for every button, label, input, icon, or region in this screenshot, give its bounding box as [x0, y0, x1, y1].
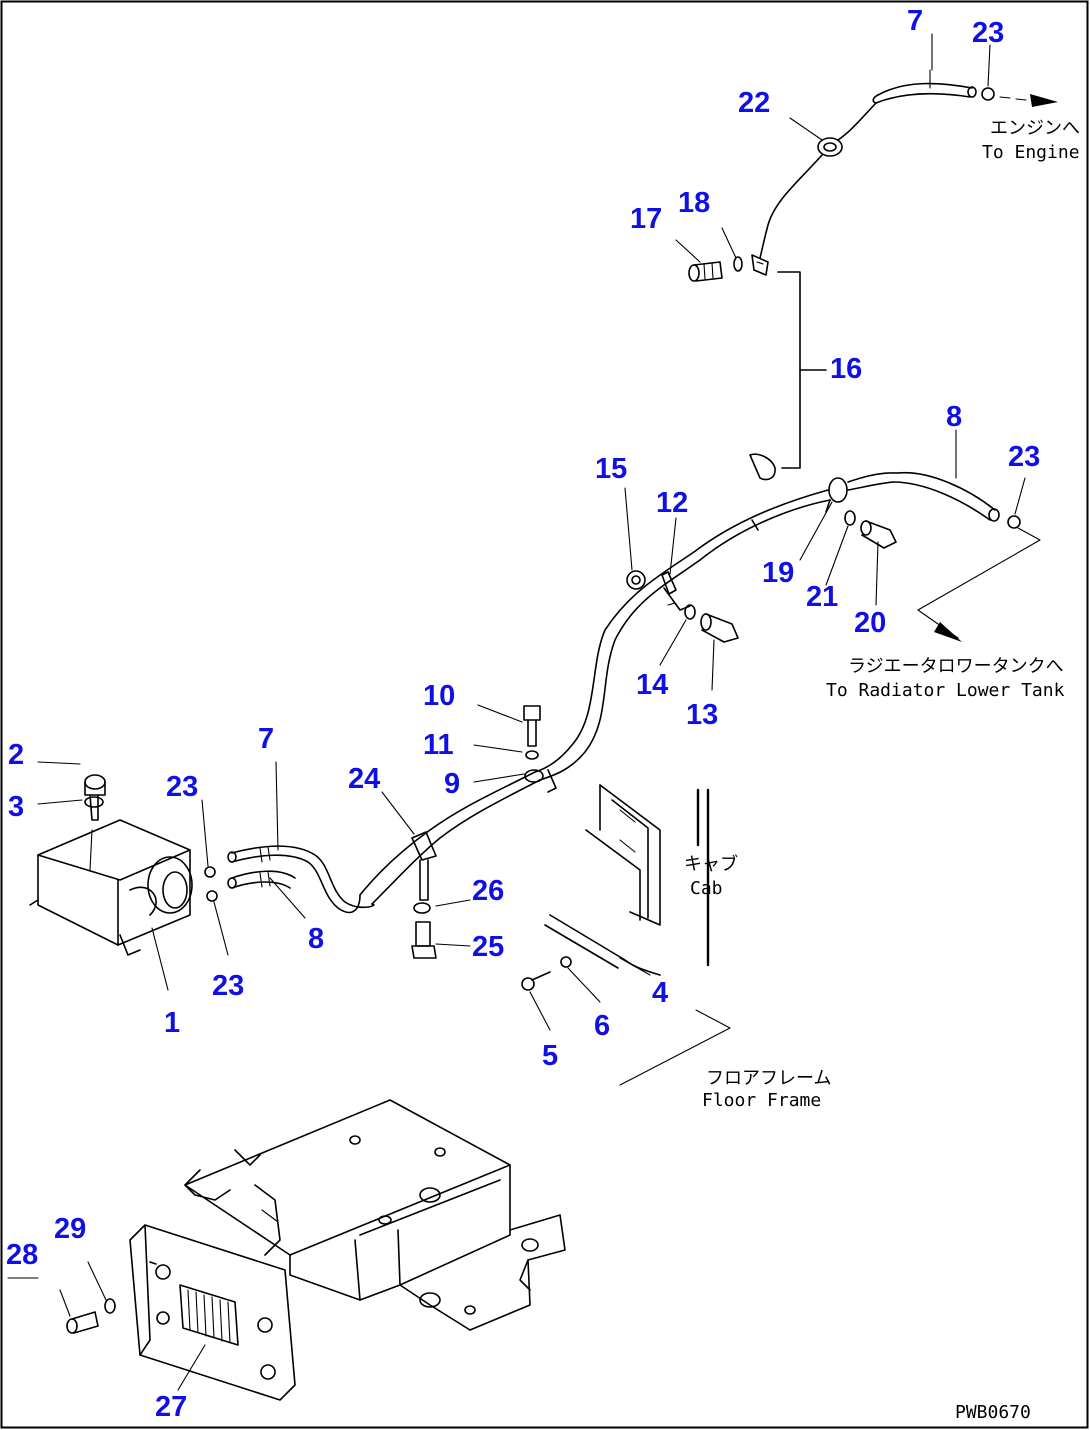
callout-2: 2 — [8, 739, 24, 771]
leader-lines — [7, 33, 1026, 1391]
callout-9: 9 — [444, 768, 460, 800]
note-to-radiator-en: To Radiator Lower Tank — [826, 680, 1065, 701]
callout-28: 28 — [6, 1239, 38, 1271]
callout-11: 11 — [423, 729, 454, 761]
floor-frame-bottom — [184, 1099, 566, 1331]
callout-12: 12 — [656, 487, 688, 519]
note-floor-frame-jp: フロアフレーム — [706, 1068, 831, 1089]
floor-frame-plate — [544, 914, 731, 1086]
hose-to-engine — [751, 69, 1058, 276]
callout-19: 19 — [762, 557, 794, 589]
bolt-17 — [688, 261, 723, 282]
note-floor-frame-en: Floor Frame — [702, 1090, 821, 1111]
nuts-23-left — [204, 866, 218, 902]
bracket-16-leader — [749, 271, 827, 481]
callout-6: 6 — [594, 1010, 610, 1042]
callout-5: 5 — [542, 1040, 558, 1072]
panel-27 — [129, 1224, 296, 1401]
callout-4: 4 — [652, 977, 668, 1009]
washer-14 — [684, 604, 696, 620]
callout-22: 22 — [738, 87, 770, 119]
bolt-10 — [523, 705, 541, 747]
note-to-engine-en: To Engine — [982, 142, 1080, 163]
callout-23-top: 23 — [972, 17, 1004, 49]
callout-14: 14 — [636, 669, 668, 701]
bolt-25 — [411, 921, 437, 959]
callout-26: 26 — [472, 875, 504, 907]
drawing-code: PWB0670 — [955, 1402, 1031, 1423]
callout-20: 20 — [854, 607, 886, 639]
clamp-24 — [411, 831, 437, 901]
callout-23-left-bottom: 23 — [212, 970, 244, 1002]
heater-unit-1 — [29, 819, 193, 956]
callout-16: 16 — [830, 353, 862, 385]
callout-17: 17 — [630, 203, 662, 235]
washer-11 — [525, 750, 539, 760]
note-to-radiator-jp: ラジエータロワータンクへ — [848, 656, 1064, 677]
callout-23-right: 23 — [1008, 441, 1040, 473]
washer-21 — [844, 510, 856, 526]
callout-8-right: 8 — [946, 401, 962, 433]
callout-25: 25 — [472, 931, 504, 963]
bolt-13 — [700, 613, 739, 643]
callout-18: 18 — [678, 187, 710, 219]
hoses-7-8-left — [227, 845, 375, 914]
bolt-5 — [521, 971, 551, 991]
callout-23-left-top: 23 — [166, 771, 198, 803]
callout-3: 3 — [8, 791, 24, 823]
note-cab-en: Cab — [690, 878, 723, 899]
callout-27: 27 — [155, 1391, 187, 1423]
callout-24: 24 — [348, 763, 380, 795]
callout-15: 15 — [595, 453, 627, 485]
cab-bracket — [585, 784, 710, 967]
washer-29 — [104, 1298, 116, 1314]
note-to-engine-jp: エンジンへ — [990, 118, 1080, 139]
main-pipe — [359, 519, 759, 905]
bolt-20 — [860, 520, 897, 549]
nut-26 — [413, 902, 431, 914]
washer-3 — [84, 796, 104, 808]
bolt-28 — [66, 1311, 99, 1334]
callout-7-left: 7 — [258, 723, 274, 755]
callout-21: 21 — [806, 581, 838, 613]
callout-8-left: 8 — [308, 923, 324, 955]
callout-7-top: 7 — [907, 5, 923, 37]
washer-6 — [560, 956, 572, 968]
note-cab-jp: キャブ — [684, 853, 738, 875]
hose-to-radiator — [693, 471, 1041, 642]
callout-13: 13 — [686, 699, 718, 731]
washer-18 — [733, 256, 743, 272]
callout-1: 1 — [164, 1007, 180, 1039]
callout-10: 10 — [423, 680, 455, 712]
callout-29: 29 — [54, 1213, 86, 1245]
